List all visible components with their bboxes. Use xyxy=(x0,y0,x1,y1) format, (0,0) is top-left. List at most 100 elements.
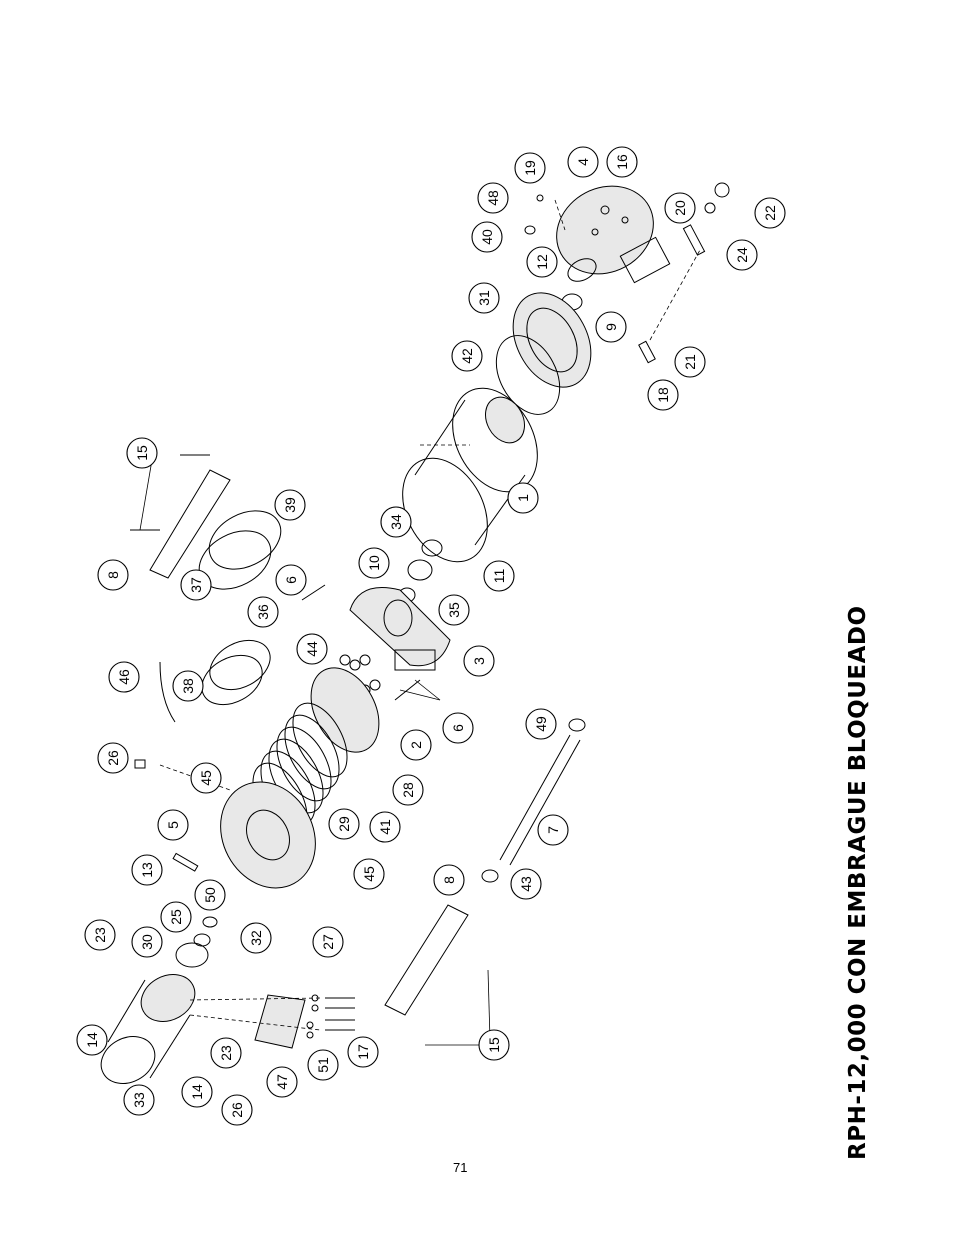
coupling-30 xyxy=(175,942,209,968)
callout-44: 44 xyxy=(296,633,328,665)
svg-text:22: 22 xyxy=(762,205,778,221)
svg-text:31: 31 xyxy=(476,290,492,306)
svg-text:34: 34 xyxy=(388,514,404,530)
svg-text:25: 25 xyxy=(168,909,184,925)
svg-text:26: 26 xyxy=(229,1102,245,1118)
svg-text:16: 16 xyxy=(614,154,630,170)
svg-text:51: 51 xyxy=(315,1057,331,1073)
svg-text:32: 32 xyxy=(248,930,264,946)
motor-housing xyxy=(220,781,316,889)
svg-text:18: 18 xyxy=(655,387,671,403)
seal-36 xyxy=(209,639,271,691)
callout-45-bottom: 45 xyxy=(353,858,385,890)
callout-9: 9 xyxy=(595,311,627,343)
parts-drawing xyxy=(100,182,730,1084)
callout-2: 2 xyxy=(400,729,432,761)
svg-text:19: 19 xyxy=(522,160,538,176)
svg-text:36: 36 xyxy=(255,604,271,620)
callout-15-bottom: 15 xyxy=(478,1029,510,1061)
end-housing xyxy=(556,185,671,284)
svg-text:12: 12 xyxy=(534,254,550,270)
callout-50: 50 xyxy=(194,879,226,911)
clip-43 xyxy=(481,869,499,883)
svg-text:6: 6 xyxy=(283,576,299,584)
svg-text:30: 30 xyxy=(139,934,155,950)
svg-text:38: 38 xyxy=(180,678,196,694)
svg-text:5: 5 xyxy=(165,821,181,829)
svg-text:46: 46 xyxy=(116,669,132,685)
hose xyxy=(159,661,176,723)
callout-48: 48 xyxy=(477,182,509,214)
callout-29: 29 xyxy=(328,808,360,840)
callout-37: 37 xyxy=(180,569,212,601)
callout-16: 16 xyxy=(606,146,638,178)
callout-14-bottom: 14 xyxy=(181,1076,213,1108)
svg-text:11: 11 xyxy=(491,569,507,584)
callout-1: 1 xyxy=(507,482,539,514)
callout-49: 49 xyxy=(525,708,557,740)
svg-text:27: 27 xyxy=(320,934,336,950)
coupling-25 xyxy=(193,933,211,947)
callout-32: 32 xyxy=(240,922,272,954)
callout-47: 47 xyxy=(266,1066,298,1098)
svg-text:42: 42 xyxy=(459,348,475,364)
callout-8-top: 8 xyxy=(97,559,129,591)
pin-6a xyxy=(301,584,326,601)
ring-gear xyxy=(512,292,592,388)
bolts-17 xyxy=(306,994,355,1039)
svg-text:44: 44 xyxy=(304,641,320,657)
callout-28: 28 xyxy=(392,774,424,806)
callout-51: 51 xyxy=(307,1049,339,1081)
callout-26-bottom: 26 xyxy=(221,1094,253,1126)
svg-text:14: 14 xyxy=(84,1032,100,1048)
callout-4: 4 xyxy=(567,146,599,178)
seal-38 xyxy=(201,654,263,706)
callout-19: 19 xyxy=(514,152,546,184)
valve-block xyxy=(254,994,306,1049)
svg-text:40: 40 xyxy=(479,229,495,245)
bracket-bottom xyxy=(384,904,469,1016)
callout-30: 30 xyxy=(131,926,163,958)
callout-13: 13 xyxy=(131,854,163,886)
seal-39 xyxy=(208,510,282,570)
svg-text:6: 6 xyxy=(450,724,466,732)
svg-text:45: 45 xyxy=(361,866,377,882)
shaft xyxy=(499,734,571,861)
callout-23-top: 23 xyxy=(84,919,116,951)
callout-10: 10 xyxy=(358,547,390,579)
svg-text:10: 10 xyxy=(366,555,382,571)
svg-text:14: 14 xyxy=(189,1084,205,1100)
callout-38: 38 xyxy=(172,670,204,702)
bolt-13 xyxy=(172,852,199,872)
fitting-26 xyxy=(134,759,146,769)
svg-text:23: 23 xyxy=(92,927,108,943)
callout-8-bottom: 8 xyxy=(433,864,465,896)
svg-text:13: 13 xyxy=(139,862,155,878)
svg-text:24: 24 xyxy=(734,247,750,263)
svg-text:15: 15 xyxy=(134,445,150,461)
nut-40 xyxy=(524,225,536,235)
drum xyxy=(402,387,538,563)
callouts: 19 4 16 48 40 20 22 12 24 31 9 42 21 18 … xyxy=(76,146,786,1126)
callout-36: 36 xyxy=(247,596,279,628)
callout-20: 20 xyxy=(664,192,696,224)
callout-43: 43 xyxy=(510,868,542,900)
callout-7: 7 xyxy=(537,814,569,846)
svg-text:15: 15 xyxy=(486,1037,502,1053)
svg-text:1: 1 xyxy=(515,494,531,502)
bracket-top xyxy=(149,469,231,579)
callout-11: 11 xyxy=(483,560,515,592)
callout-39: 39 xyxy=(274,489,306,521)
nut-22 xyxy=(714,182,730,198)
svg-text:3: 3 xyxy=(471,657,487,665)
washer-49 xyxy=(568,718,586,732)
callout-24: 24 xyxy=(726,239,758,271)
callout-12: 12 xyxy=(526,246,558,278)
washer-20 xyxy=(704,202,716,214)
svg-text:20: 20 xyxy=(672,200,688,216)
seal-ring xyxy=(495,335,561,415)
svg-text:41: 41 xyxy=(377,819,393,835)
callout-6-top: 6 xyxy=(275,564,307,596)
svg-text:9: 9 xyxy=(603,323,619,331)
